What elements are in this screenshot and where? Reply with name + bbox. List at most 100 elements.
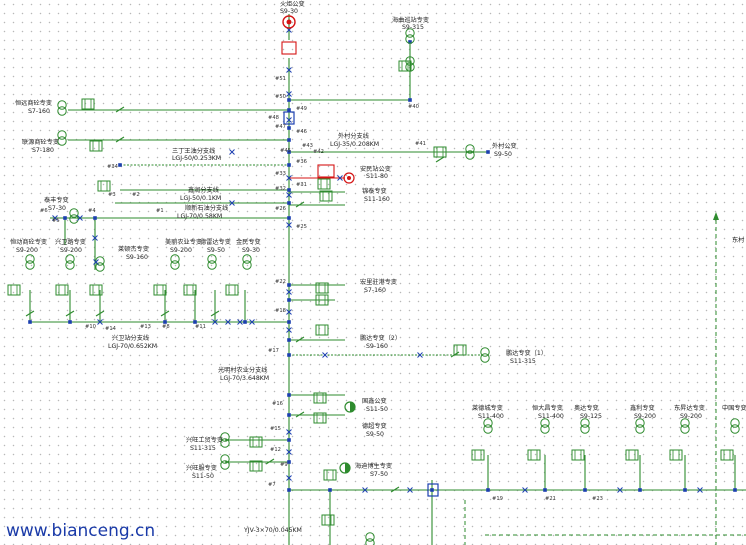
- jinshen-model: S11-160: [364, 196, 390, 203]
- bus-node: [287, 138, 291, 142]
- left-tf-name-3: 泰丰专变: [44, 196, 69, 204]
- cut-label: 东村: [732, 236, 744, 244]
- cabinet-body-icon: [81, 98, 95, 110]
- transformer-coil-icon: [207, 254, 217, 264]
- bus-node: [287, 188, 291, 192]
- bus-node: [287, 163, 291, 167]
- bus-node: [243, 320, 247, 324]
- transformer-coil-icon: [57, 130, 67, 140]
- breaker-icon: [210, 310, 220, 317]
- disconnector-icon: [286, 175, 292, 181]
- cabinet-icon: [625, 449, 639, 461]
- transformer-coil-icon: [207, 260, 217, 270]
- cabinet-body-icon: [225, 284, 239, 296]
- node-label: #51: [275, 76, 286, 82]
- bus-node: [486, 150, 490, 154]
- bus-node: [486, 488, 490, 492]
- cabinet-body-icon: [313, 412, 327, 424]
- right-tf-model-6: S7-50: [370, 471, 388, 478]
- node-label: #47: [275, 124, 286, 130]
- lower-left-model-1: S11-315: [190, 445, 216, 452]
- cabinet-icon: [398, 60, 412, 72]
- bus-node: [543, 488, 547, 492]
- bus-node: [287, 353, 291, 357]
- node-label: #10: [85, 324, 96, 330]
- disconnector-icon: [286, 67, 292, 73]
- bus-node: [287, 298, 291, 302]
- x-stroke-icon: [286, 429, 292, 435]
- bus-node: [638, 488, 642, 492]
- cabinet-icon: [55, 284, 69, 296]
- arrow-up-icon: [713, 212, 719, 220]
- branch-spec-2: LGJ-35/0.208KM: [330, 141, 379, 148]
- node-label: #49: [296, 106, 307, 112]
- cabinet-icon: [313, 392, 327, 404]
- disconnector-icon: [362, 487, 368, 493]
- labels: 火炬公变 S9-30 海曲巡站专变 S9-315 恒远商砼专变 S7-160 联…: [10, 0, 746, 534]
- disconnector-icon: [237, 319, 243, 325]
- row-tf-name-5: 德雷达专变: [200, 238, 231, 246]
- transformer-icon: [57, 130, 67, 146]
- station-icon: [282, 15, 296, 29]
- haiqu-model: S9-315: [402, 24, 424, 31]
- transformer-icon: [65, 254, 75, 270]
- row-tf-model-5: S9-50: [207, 247, 225, 254]
- disconnector-icon: [212, 319, 218, 325]
- red-station-core-icon: [347, 176, 351, 180]
- right-tf-name-2: 鹏达专变（2）: [360, 334, 401, 342]
- cabinet-icon: [315, 294, 329, 306]
- cabinet-icon: [249, 436, 263, 448]
- lower-left-model-2: S11-50: [192, 473, 214, 480]
- cabinet-body-icon: [321, 514, 335, 526]
- bus-node: [287, 150, 291, 154]
- transformer-coil-icon: [25, 260, 35, 270]
- cabinet-icon: [97, 180, 111, 192]
- bottom-tf-name-3: 奥达专变: [574, 404, 599, 412]
- node-label: #31: [296, 182, 307, 188]
- node-label: #18: [275, 308, 286, 314]
- disconnector-icon: [286, 475, 292, 481]
- right-tf-model-4: S11-50: [366, 406, 388, 413]
- left-tf-model-3: S7-30: [48, 205, 66, 212]
- x-stroke-icon: [697, 487, 703, 493]
- cabinet-icon: [153, 284, 167, 296]
- x-stroke-icon: [249, 319, 255, 325]
- transformer-icon: [480, 347, 490, 363]
- cabinet-icon: [527, 449, 541, 461]
- transformer-coil-icon: [730, 418, 740, 428]
- cabinet-body-icon: [398, 60, 412, 72]
- disconnector-icon: [93, 259, 99, 265]
- right-tf-name-5: 德超专变: [362, 422, 387, 430]
- node-label: #15: [270, 426, 281, 432]
- branch-spec-5: LGJ-70/0.652KM: [108, 343, 157, 350]
- breaker-icon: [450, 351, 460, 358]
- disconnector-icon: [229, 149, 235, 155]
- waicun-name: 外村公变: [492, 142, 517, 150]
- x-stroke-icon: [229, 200, 235, 206]
- transformer-coil-icon: [220, 460, 230, 470]
- disconnector-icon: [229, 200, 235, 206]
- right-tf-model-2: S9-160: [366, 343, 388, 350]
- row-tf-model-6: S9-30: [242, 247, 260, 254]
- node-label: #46: [296, 129, 307, 135]
- x-stroke-icon: [286, 475, 292, 481]
- node-label: #50: [275, 94, 286, 100]
- cabinet-icon: [89, 284, 103, 296]
- bus-nodes: [28, 40, 737, 492]
- bus-node: [683, 488, 687, 492]
- node-label: #11: [195, 324, 206, 330]
- top-station-name: 火炬公变: [280, 0, 305, 8]
- station-core-icon: [286, 19, 292, 25]
- node-label: #36: [296, 159, 307, 165]
- transformer-icon: [635, 418, 645, 434]
- transformer-coil-icon: [465, 150, 475, 160]
- transformer-icon: [405, 28, 415, 44]
- cabinet-body-icon: [323, 469, 337, 481]
- row-tf-name-2: 兴卫路专变: [55, 238, 86, 246]
- breaker-icon: [265, 458, 275, 465]
- bus-node: [28, 320, 32, 324]
- bus-node: [287, 488, 291, 492]
- transformer-icon: [57, 100, 67, 116]
- breaker-icon: [95, 310, 105, 317]
- transformer-coil-icon: [465, 144, 475, 154]
